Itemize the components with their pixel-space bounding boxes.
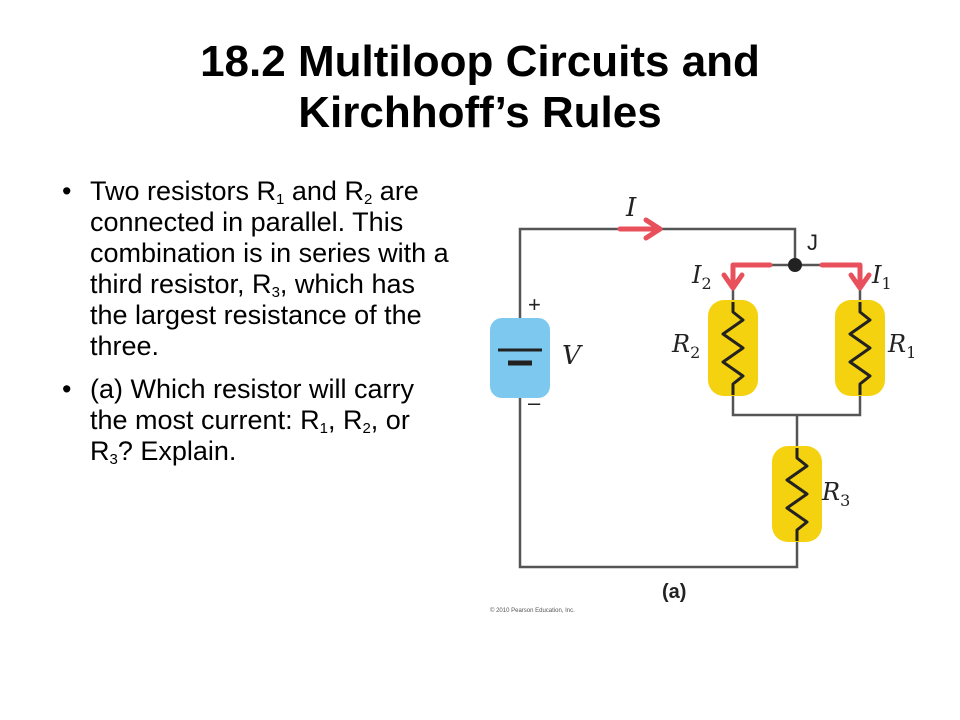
battery-voltage-label: V — [562, 341, 583, 371]
junction-node — [788, 258, 802, 272]
bullet-text: (a) Which resistor will carry the most c… — [90, 374, 415, 468]
bullet-dot: • — [62, 374, 72, 404]
r1-label: R1 — [887, 330, 916, 362]
current-arrow-main — [617, 217, 663, 241]
title-line-1: 18.2 Multiloop Circuits and — [200, 37, 760, 86]
bullet-dot: • — [62, 176, 72, 206]
current-2-label: I2 — [691, 261, 712, 293]
current-arrow-2 — [721, 262, 773, 291]
slide-title: 18.2 Multiloop Circuits and Kirchhoff’s … — [0, 36, 960, 138]
figure-caption: (a) — [662, 581, 686, 603]
battery-symbol — [490, 318, 550, 398]
battery-plus-label: + — [528, 292, 541, 317]
bullet-text: Two resistors R1 and R2 are connected in… — [90, 176, 449, 361]
title-line-2: Kirchhoff’s Rules — [298, 88, 662, 137]
bullet-list: • Two resistors R1 and R2 are connected … — [62, 176, 452, 479]
r2-label: R2 — [671, 330, 700, 362]
junction-label: J — [807, 230, 818, 255]
current-main-label: I — [625, 193, 637, 223]
resistor-r2 — [708, 300, 758, 396]
copyright-text: © 2010 Pearson Education, Inc. — [490, 607, 575, 614]
bullet-item: • Two resistors R1 and R2 are connected … — [62, 176, 452, 362]
resistor-r1 — [835, 300, 885, 396]
r3-label: R3 — [821, 478, 850, 510]
battery-minus-label: – — [528, 390, 541, 415]
current-1-label: I1 — [871, 261, 892, 293]
current-arrow-1 — [819, 262, 872, 291]
resistor-r3 — [772, 446, 822, 542]
bullet-item: • (a) Which resistor will carry the most… — [62, 374, 452, 467]
